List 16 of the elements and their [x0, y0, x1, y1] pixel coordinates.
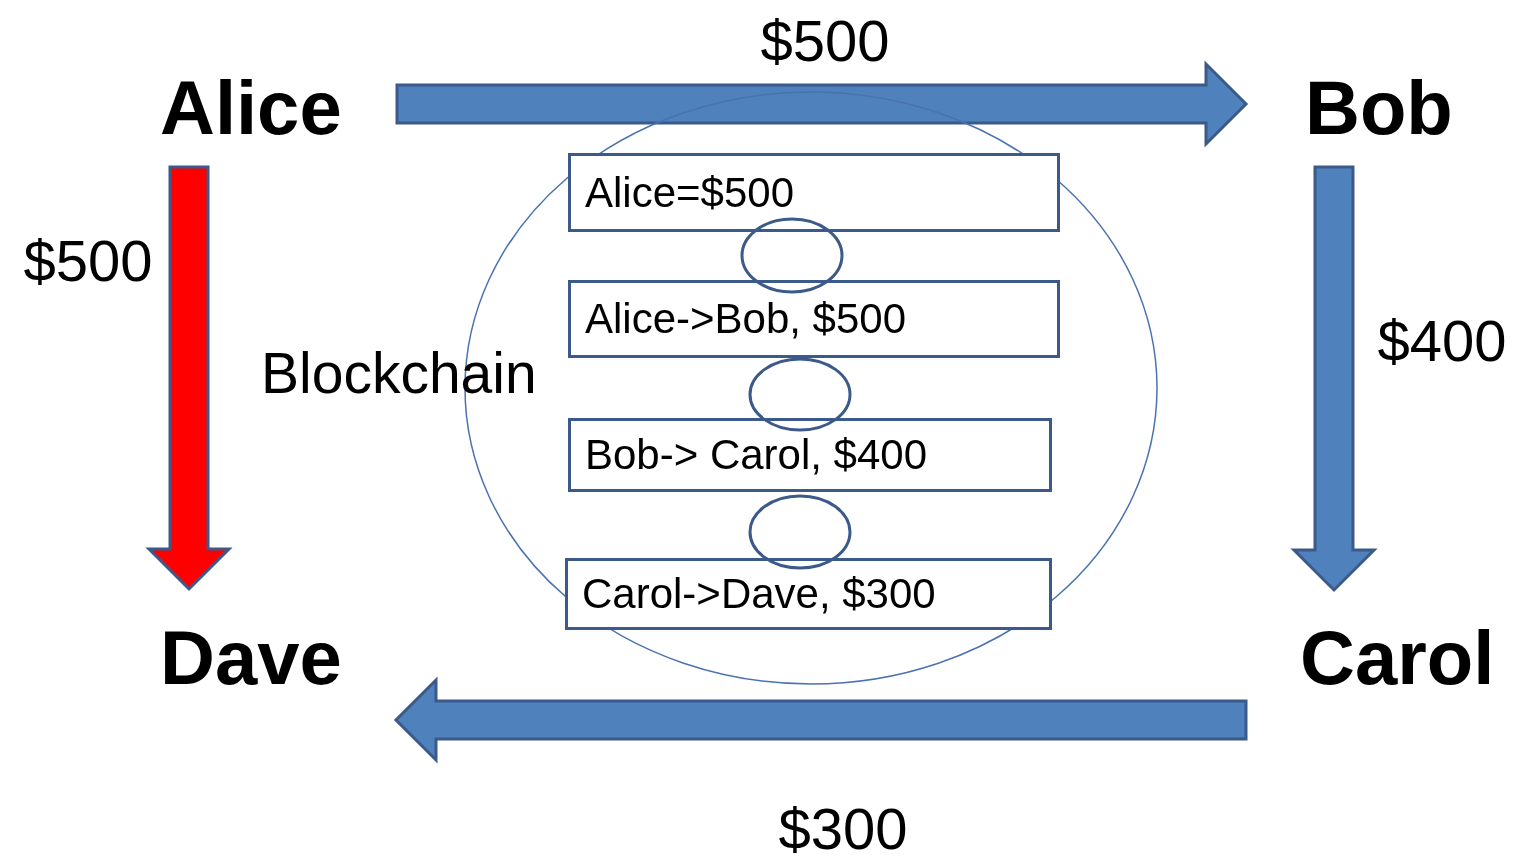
person-name: Alice	[160, 70, 342, 146]
chain-link-ring	[748, 494, 852, 570]
person-name: Carol	[1300, 620, 1495, 696]
transaction-block: Bob-> Carol, $400	[568, 418, 1052, 492]
chain-link-ring	[740, 217, 844, 294]
diagram-label: Blockchain	[261, 345, 537, 402]
person-name: Dave	[160, 620, 342, 696]
transaction-block: Alice->Bob, $500	[568, 280, 1060, 358]
block-arrow	[1290, 165, 1378, 593]
transaction-block: Alice=$500	[568, 153, 1060, 232]
block-arrow	[393, 676, 1248, 764]
transaction-block: Carol->Dave, $300	[565, 558, 1052, 630]
person-name: Bob	[1305, 70, 1453, 146]
block-arrow	[145, 165, 233, 592]
chain-link-ring	[748, 357, 852, 432]
block-arrow	[395, 60, 1249, 148]
